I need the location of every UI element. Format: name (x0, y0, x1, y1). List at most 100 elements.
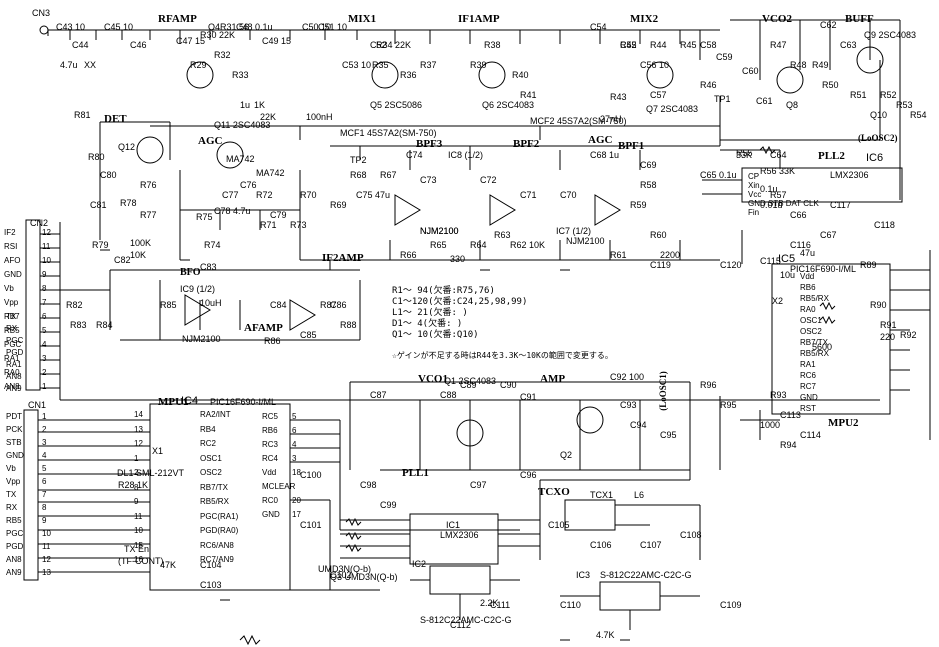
capacitor-label: C49 15 (262, 36, 292, 46)
block-pll2: PLL2 (818, 150, 845, 162)
resistor-label: R31 56 (220, 22, 250, 32)
cn1-pin-num: 9 (42, 516, 47, 525)
resistor-label: R87 (320, 300, 337, 310)
transistor-label: Q11 2SC4083 (214, 120, 271, 130)
resistor-label: R43 (610, 92, 627, 102)
cn1-pin-num: 6 (42, 477, 47, 486)
cn1-pin-num: 4 (42, 451, 47, 460)
capacitor-label: C44 (72, 40, 89, 50)
capacitor-label: C116 (790, 240, 811, 250)
resistor-label: R91 (880, 320, 897, 330)
tcx1-label: TCX1 (590, 490, 614, 500)
resistor-label: R62 10K (510, 240, 546, 250)
mpu1-left-pin-num: 1 (134, 453, 139, 463)
value-label: 100nH (306, 112, 333, 122)
block-vco1: VCO1 (418, 373, 448, 385)
tp2-label: TP2 (350, 155, 367, 165)
resistor-label: R49 (812, 60, 829, 70)
ic9-ref: IC9 (1/2) (180, 284, 216, 294)
cn1-pin-name: RX (6, 503, 18, 512)
resistor-label: R41 (520, 90, 537, 100)
transistor-label: Q8 (786, 100, 799, 110)
dl1-label: DL1 SML-212VT (117, 468, 185, 478)
capacitor-label: C52 (370, 40, 387, 50)
resistor-label: R63 (494, 230, 511, 240)
resistor-label: R54 (910, 110, 927, 120)
capacitor-label: C118 (874, 220, 895, 230)
mpu2-pin-name: CP (748, 172, 760, 181)
resistor-label: R76 (140, 180, 157, 190)
value-label: 1u (240, 100, 251, 110)
cn2-pin-name: AN8 (4, 382, 20, 391)
value-label: 47K (160, 560, 177, 570)
capacitor-label: C46 (130, 40, 147, 50)
resistor-label: R47 (770, 40, 787, 50)
capacitor-label: C55 (620, 40, 637, 50)
resistor-label: R70 (300, 190, 317, 200)
mpu1-right-pin-num: 17 (292, 510, 301, 519)
value-label: NJM2100 (420, 226, 459, 236)
transistor-label: Q4 (208, 22, 221, 32)
resistor-label: R67 (380, 170, 397, 180)
ic7-part: NJM2100 (566, 236, 605, 246)
capacitor-label: C51 10 (318, 22, 348, 32)
resistor-label: R44 (650, 40, 667, 50)
value-label: MA742 (256, 168, 285, 178)
resistor-label: R95 (720, 400, 737, 410)
resistor-label: R61 (610, 250, 627, 260)
block-vco2: VCO2 (762, 13, 792, 25)
note-count-d: D1〜 4(欠番: ) (392, 319, 463, 329)
capacitor-label: C50 10 (302, 22, 332, 32)
capacitor-label: C72 (480, 175, 497, 185)
capacitor-label: C120 (720, 260, 742, 270)
resistor-label: R83 (70, 320, 87, 330)
capacitor-label: C119 (650, 260, 671, 270)
cn2-label: CN2 (30, 218, 49, 228)
capacitor-label: C99 (380, 500, 397, 510)
capacitor-label: C96 (520, 470, 537, 480)
resistor-label: R90 (870, 300, 887, 310)
cn2-side-label: PGD (6, 348, 24, 357)
cn1-pin-name: PGD (6, 542, 24, 551)
mpu1-right-pin-name: RB6 (262, 426, 278, 435)
resistor-label: R94 (780, 440, 797, 450)
resistor-label: R56 33K (760, 166, 796, 176)
value-label: XX (84, 60, 97, 70)
mpu1-left-pin-num: 14 (134, 410, 143, 419)
resistor-label: R53 (896, 100, 913, 110)
resistor-label: R84 (96, 320, 113, 330)
ic1-part: LMX2306 (440, 530, 479, 540)
value-label: 0.01u (760, 200, 783, 210)
capacitor-label: C64 (770, 150, 787, 160)
block-losc1: (LoOSC1) (657, 371, 668, 411)
value-label: 4.7u (60, 60, 78, 70)
block-if1amp: IF1AMP (458, 13, 500, 25)
block-pll1: PLL1 (402, 467, 429, 479)
cn1-pin-num: 11 (42, 542, 51, 551)
capacitor-label: C58 (700, 40, 717, 50)
resistor-label: R58 (640, 180, 657, 190)
capacitor-label: C80 (100, 170, 117, 180)
mpu2-pin-name: Vcc (748, 190, 762, 199)
ic1-ref: IC1 (446, 520, 461, 530)
x2-label: X2 (772, 296, 784, 306)
ic2-part: S-812C22AMC-C2C-G (420, 615, 512, 625)
note-count-l: L1〜 21(欠番: ) (392, 308, 468, 318)
block-tcxo: TCXO (538, 486, 570, 498)
capacitor-label: C75 47u (356, 190, 391, 200)
mpu1-left-pin-name: RC6/AN8 (200, 540, 234, 550)
capacitor-label: C77 (222, 190, 239, 200)
q3-label: UMD3N(Q-b) (318, 564, 371, 574)
note-count-q: Q1〜 10(欠番:Q10) (392, 330, 479, 340)
cn2-pin-num: 8 (42, 284, 47, 293)
resistor-label: R28 1K (118, 480, 149, 490)
resistor-label: R46 (700, 80, 717, 90)
cn1-pin-num: 5 (42, 464, 47, 473)
capacitor-label: C70 (560, 190, 577, 200)
cn1-pin-name: Vb (6, 464, 16, 473)
block-if2amp: IF2AMP (322, 252, 364, 264)
cn1-pin-num: 2 (42, 425, 47, 434)
ic8-part: NJM2100 (420, 226, 459, 236)
capacitor-label: C92 100 (610, 372, 645, 382)
value-label: MA742 (226, 154, 255, 164)
